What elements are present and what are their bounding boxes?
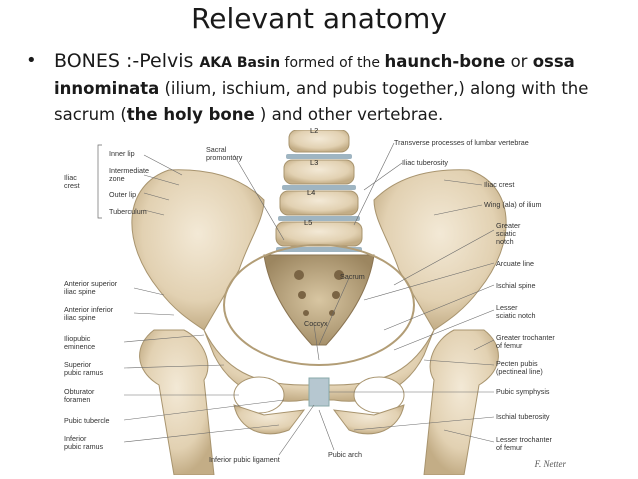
label-aiis: Anterior inferior iliac spine: [64, 305, 114, 322]
ossa-innominata: ossa innominata: [54, 52, 575, 98]
label-tuberculum: Tuberculum: [109, 207, 147, 216]
label-superior-pubic-ramus: Superior pubic ramus: [64, 360, 104, 377]
label-lesser-trochanter: Lesser trochanter of femur: [496, 435, 552, 452]
label-l3: L3: [310, 158, 319, 167]
text-formed: formed of the: [280, 55, 385, 71]
label-lesser-sciatic-notch: Lesser sciatic notch: [496, 303, 536, 320]
haunch-bone: haunch-bone: [384, 52, 506, 71]
label-inferior-pubic-ramus: Inferior pubic ramus: [64, 434, 104, 451]
label-inferior-pubic-ligament: Inferior pubic ligament: [209, 455, 280, 464]
bullet-text: BONES :-Pelvis AKA Basin formed of the h…: [54, 48, 626, 128]
label-transverse-processes: Transverse processes of lumbar vertebrae: [394, 138, 529, 147]
text-vertebrae: ) and other vertebrae.: [254, 105, 444, 124]
holy-bone: the holy bone: [126, 105, 255, 124]
vertebra-l4: [279, 190, 359, 216]
pelvis-illustration: L2 L3 L4 L5 Iliac crest Inner lip Interm…: [64, 126, 574, 475]
pubic-symphysis-shape: [308, 377, 330, 407]
label-sacrum: Sacrum: [340, 272, 365, 281]
label-l5: L5: [304, 218, 313, 227]
label-coccyx: Coccyx: [304, 319, 328, 328]
vertebra-l2: [288, 130, 350, 153]
label-intermediate-zone: Intermediate zone: [109, 166, 149, 183]
label-arcuate-line: Arcuate line: [496, 259, 534, 268]
label-l2: L2: [310, 126, 319, 135]
bullet-dot: •: [26, 50, 37, 71]
label-greater-sciatic-notch: Greater sciatic notch: [496, 221, 521, 246]
label-greater-trochanter: Greater trochanter of femur: [496, 333, 555, 350]
text-ilium: (ilium, ischium, and pubis together,) al…: [54, 79, 589, 124]
label-iliac-crest-right: Iliac crest: [484, 180, 515, 189]
label-iliac-tuberosity: Iliac tuberosity: [402, 158, 448, 167]
bones-heading: BONES :-Pelvis: [54, 50, 200, 72]
netter-signature: F. Netter: [534, 459, 566, 469]
label-sacral-promontory: Sacral promontory: [206, 145, 243, 162]
vertebra-l5: [275, 221, 363, 247]
label-pubic-arch: Pubic arch: [328, 450, 362, 459]
label-obturator-foramen: Obturator foramen: [64, 387, 95, 404]
label-iliopubic: Iliopubic eminence: [64, 334, 96, 351]
aka-basin: AKA Basin: [199, 55, 281, 71]
left-femur: [139, 329, 215, 475]
label-outer-lip: Outer lip: [109, 190, 137, 199]
text-or: or: [505, 52, 533, 71]
label-ischial-tuberosity: Ischial tuberosity: [496, 412, 550, 421]
label-inner-lip: Inner lip: [109, 149, 135, 158]
label-l4: L4: [307, 188, 316, 197]
label-wing-of-ilium: Wing (ala) of ilium: [484, 200, 542, 209]
label-ischial-spine: Ischial spine: [496, 281, 536, 290]
left-iliac-wing: [131, 169, 265, 331]
pelvis-drawing: [97, 130, 507, 475]
right-femur: [423, 329, 499, 475]
label-asis: Anterior superior iliac spine: [64, 279, 118, 296]
label-pubic-symphysis: Pubic symphysis: [496, 387, 550, 396]
vertebra-l3: [283, 159, 355, 185]
sacrum-shape: [263, 254, 375, 346]
slide-title: Relevant anatomy: [191, 2, 447, 35]
right-iliac-wing: [373, 169, 507, 331]
label-iliac-crest: Iliac crest: [64, 173, 80, 190]
label-pecten-pubis: Pecten pubis (pectineal line): [496, 359, 543, 376]
label-pubic-tubercle: Pubic tubercle: [64, 416, 110, 425]
